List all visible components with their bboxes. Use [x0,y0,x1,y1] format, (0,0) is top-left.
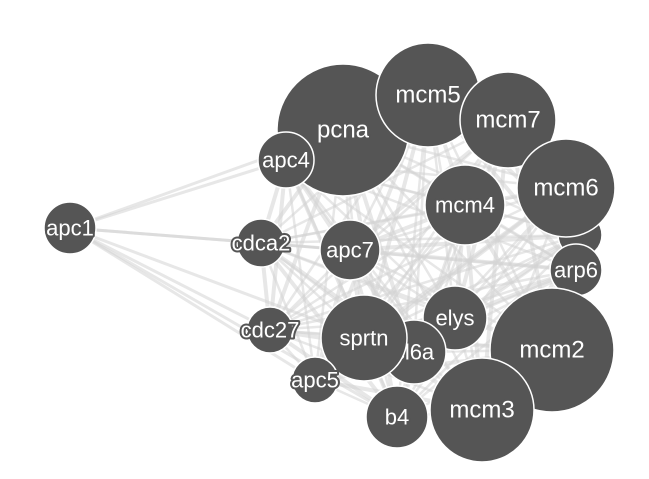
node-circle-b4 [365,385,429,449]
edge-b4-hidden1 [395,233,582,419]
node-cdc27[interactable]: cdc27 [239,306,301,354]
node-label-apc1: apc1 [46,216,94,241]
edge-apc1-cdc27 [68,226,272,332]
node-circle-mcm7 [459,71,557,169]
node-label-apc5: apc5 [291,368,339,393]
node-label-mcm2: mcm2 [519,337,584,364]
node-circle-apc1 [43,201,97,255]
edge-apc7-arp6 [348,248,578,272]
node-circle-sprtn [320,294,408,382]
edge-arp6-cdc27 [268,268,578,332]
node-label-mcm7: mcm7 [475,107,540,134]
node-label-mcm6: mcm6 [533,175,598,202]
node-circle-cdca2 [236,218,286,268]
node-label-mcm5: mcm5 [395,82,460,109]
node-label-apc7: apc7 [326,238,374,263]
node-label-pcna: pcna [317,117,370,144]
node-label-b4: b4 [385,405,409,430]
node-label-apc4: apc4 [262,148,310,173]
edge-mcm7-cdc27 [268,118,510,332]
node-sprtn[interactable]: sprtn [320,294,408,382]
node-label-cdc27: cdc27 [241,318,300,343]
edge-cdc27-hidden1 [268,233,582,332]
node-label-arp6: arp6 [554,258,598,283]
node-mcm3[interactable]: mcm3 [429,357,535,463]
node-mcm7[interactable]: mcm7 [459,71,557,169]
node-b4[interactable]: b4 [365,385,429,449]
node-circle-mcm6 [516,138,616,238]
node-label-elys: elys [435,306,474,331]
node-circle-apc5 [291,356,339,404]
node-mcm5[interactable]: mcm5 [375,42,481,148]
node-circle-mcm4 [424,164,506,246]
node-cdca2[interactable]: cdca2 [230,218,292,268]
node-label-mcm3: mcm3 [449,397,514,424]
node-apc5[interactable]: apc5 [289,356,341,404]
node-mcm6[interactable]: mcm6 [516,138,616,238]
node-label-sprtn: sprtn [340,326,389,351]
node-label-mcm4: mcm4 [435,193,495,218]
edge-apc1-sprtn [68,226,366,340]
edge-apc4-mcm3 [284,158,484,412]
edge-apc1-apc4 [68,158,288,230]
node-apc4[interactable]: apc4 [257,131,315,189]
node-circle-mcm3 [429,357,535,463]
node-circle-apc4 [257,131,315,189]
node-mcm4[interactable]: mcm4 [424,164,506,246]
node-apc1[interactable]: apc1 [43,201,97,255]
node-circle-cdc27 [246,306,294,354]
edge-cdca2-hidden1 [259,233,582,245]
node-apc7[interactable]: apc7 [319,219,381,281]
nodes-layer: apc1 pcna apc4 mcm5 mcm7 mcm4 mcm6 cdca2 apc7 arp… [43,42,616,463]
node-label-cdca2: cdca2 [232,231,291,256]
node-circle-apc7 [319,219,381,281]
